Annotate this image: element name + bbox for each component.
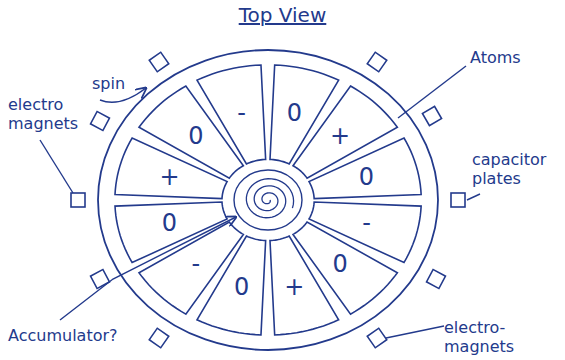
accumulator-label: Accumulator? (8, 326, 118, 345)
spiral-path (246, 179, 293, 218)
leader-lines (40, 66, 480, 338)
charge-sign: - (362, 211, 371, 235)
accumulator-spiral (246, 179, 293, 218)
electromagnet (91, 270, 110, 289)
accumulator-hub (234, 170, 302, 230)
charge-sign: - (237, 101, 246, 125)
electromagnet (91, 112, 110, 131)
charge-sign: 0 (287, 101, 302, 125)
charge-sign: 0 (359, 165, 374, 189)
electromagnet (451, 193, 465, 207)
charge-sign: + (330, 124, 350, 148)
plates-label: capacitor plates (472, 150, 560, 188)
magnets-leader (386, 326, 444, 338)
charge-sign: 0 (234, 275, 249, 299)
electromagnet (422, 106, 441, 125)
charge-sector: 0 (139, 86, 243, 178)
electromagnet-ring (71, 52, 465, 347)
charge-sign: + (284, 275, 304, 299)
charge-sign: + (159, 165, 179, 189)
outer-housing (98, 50, 438, 350)
view-title: Top View (0, 3, 565, 27)
atoms-leader (398, 66, 466, 118)
charge-sign: - (192, 252, 201, 276)
electromagnet (367, 52, 386, 71)
magnets-label: electro magnets (8, 95, 80, 133)
charge-sign: 0 (162, 211, 177, 235)
plates-leader (467, 194, 480, 200)
spin-label: spin (92, 74, 125, 93)
electromagnet (149, 328, 168, 347)
electromagnet (149, 52, 168, 71)
electromagnet (367, 328, 386, 347)
charge-sector: + (270, 236, 339, 335)
electromagnet (71, 193, 85, 207)
atoms-label: Atoms (470, 48, 521, 67)
magnets-label: electro-magnets (444, 318, 560, 356)
electromagnet (427, 270, 446, 289)
charge-sign: 0 (188, 124, 203, 148)
charge-sign: 0 (332, 252, 347, 276)
charge-sector: 0 (309, 138, 421, 199)
charge-sector: 0 (115, 202, 227, 263)
magnets-leader (40, 140, 73, 193)
